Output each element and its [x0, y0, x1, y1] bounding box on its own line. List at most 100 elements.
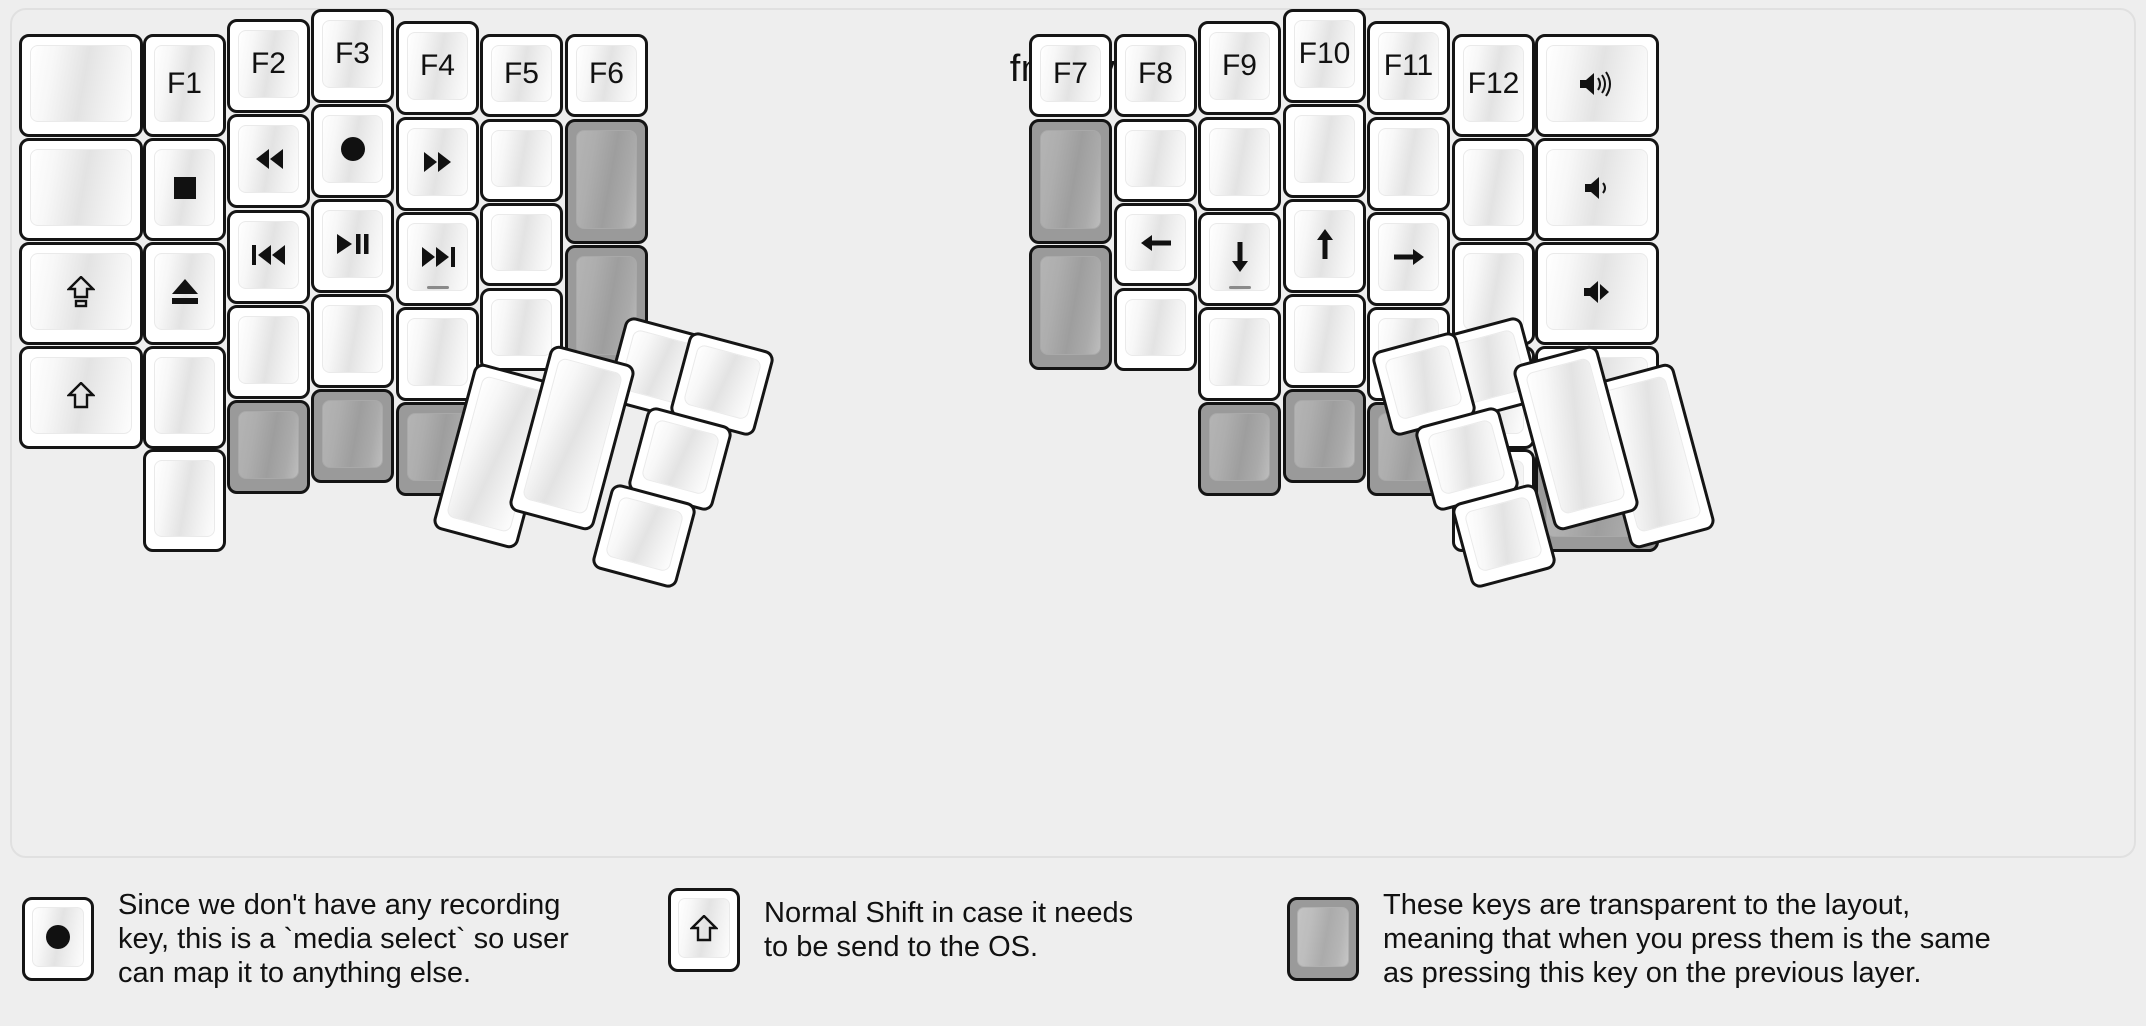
key-stop[interactable] [143, 138, 226, 241]
key-blank[interactable] [227, 305, 310, 399]
keycap-surface [322, 210, 383, 278]
key-volume-down[interactable] [1535, 138, 1659, 241]
key-transparent[interactable] [227, 400, 310, 494]
keycap-surface [407, 128, 468, 196]
key-blank[interactable] [143, 449, 226, 552]
eject-icon [170, 277, 200, 306]
key-f6[interactable]: F6 [565, 34, 648, 117]
key-transparent[interactable] [1198, 402, 1281, 496]
arrow-down-icon [1228, 240, 1252, 274]
key-f11[interactable]: F11 [1367, 21, 1450, 115]
key-volume-mute[interactable] [1535, 242, 1659, 345]
key-prev-track[interactable] [227, 210, 310, 304]
key-label: F6 [588, 56, 624, 90]
key-arrow-right[interactable] [1367, 212, 1450, 306]
key-label: F2 [250, 47, 286, 80]
keycap-surface: F3 [322, 20, 383, 88]
key-f7[interactable]: F7 [1029, 34, 1112, 117]
key-blank[interactable] [1198, 117, 1281, 211]
key-f9[interactable]: F9 [1198, 21, 1281, 115]
key-blank[interactable] [1198, 307, 1281, 401]
keycap-surface [322, 400, 383, 468]
key-transparent[interactable] [565, 119, 648, 244]
key-label: F12 [1467, 66, 1520, 100]
keycap-surface [1463, 149, 1524, 226]
key-fast-forward[interactable] [396, 117, 479, 211]
keycap-surface [238, 411, 299, 479]
key-transparent[interactable] [1029, 119, 1112, 244]
key-blank[interactable] [480, 203, 563, 286]
key-f1[interactable]: F1 [143, 34, 226, 137]
keycap-surface [576, 130, 637, 229]
key-blank[interactable] [1114, 119, 1197, 202]
key-arrow-left[interactable] [1114, 203, 1197, 286]
homing-bar [426, 286, 449, 289]
key-blank[interactable] [311, 294, 394, 388]
keycap-surface [1546, 253, 1648, 330]
keycap-surface [682, 343, 763, 421]
key-blank[interactable] [1283, 104, 1366, 198]
keycap-surface [154, 253, 215, 330]
key-f10[interactable]: F10 [1283, 9, 1366, 103]
keycap-surface: F10 [1294, 20, 1355, 88]
key-transparent[interactable] [1283, 389, 1366, 483]
prev-track-icon [251, 243, 287, 267]
fast-forward-icon [421, 150, 455, 174]
keycap-surface [154, 357, 215, 434]
key-f5[interactable]: F5 [480, 34, 563, 117]
key-play-pause[interactable] [311, 199, 394, 293]
keycap-surface [576, 256, 637, 355]
key-blank[interactable] [1367, 117, 1450, 211]
key-transparent[interactable] [311, 389, 394, 483]
key-next-track[interactable] [396, 212, 479, 306]
keycap-surface [1125, 214, 1186, 271]
keycap-surface [1378, 223, 1439, 291]
key-record[interactable] [311, 104, 394, 198]
key-transparent[interactable] [1029, 245, 1112, 370]
keycap-surface [1209, 223, 1270, 291]
key-blank[interactable] [480, 119, 563, 202]
legend-swatch-transparent [1287, 897, 1359, 982]
keycap-surface: F12 [1463, 45, 1524, 122]
record-icon [44, 923, 72, 951]
stop-icon [172, 175, 198, 201]
key-blank[interactable] [1283, 294, 1366, 388]
legend-item-transparent: These keys are transparent to the layout… [1287, 888, 1991, 991]
keycap-surface: F7 [1040, 45, 1101, 102]
keycap-surface: F5 [491, 45, 552, 102]
keycap-surface [1294, 305, 1355, 373]
key-eject[interactable] [143, 242, 226, 345]
key-arrow-down[interactable] [1198, 212, 1281, 306]
keycap-surface [1294, 210, 1355, 278]
key-blank[interactable] [19, 34, 143, 137]
key-label: F4 [419, 49, 455, 82]
key-f2[interactable]: F2 [227, 19, 310, 113]
key-volume-up[interactable] [1535, 34, 1659, 137]
key-f3[interactable]: F3 [311, 9, 394, 103]
key-rewind[interactable] [227, 114, 310, 208]
keycap-surface [154, 149, 215, 226]
key-f12[interactable]: F12 [1452, 34, 1535, 137]
key-f8[interactable]: F8 [1114, 34, 1197, 117]
legend-text-transparent: These keys are transparent to the layout… [1383, 889, 1991, 990]
key-arrow-up[interactable] [1283, 199, 1366, 293]
arrow-up-icon [1313, 227, 1337, 261]
key-blank[interactable] [396, 307, 479, 401]
key-blank[interactable] [143, 346, 226, 449]
key-caps-shift[interactable] [19, 242, 143, 345]
keycap-surface [238, 125, 299, 193]
key-shift[interactable] [19, 346, 143, 449]
keycap-surface: F4 [407, 32, 468, 100]
key-blank[interactable] [1114, 288, 1197, 371]
keycap-surface [1383, 343, 1464, 421]
keycap-surface [1209, 413, 1270, 481]
arrow-left-icon [1139, 231, 1173, 255]
keycap-surface [30, 149, 132, 226]
caps-shift-icon [67, 275, 95, 308]
key-blank[interactable] [1452, 138, 1535, 241]
keycap-surface [407, 223, 468, 291]
play-pause-icon [335, 232, 371, 256]
keycap-surface: F8 [1125, 45, 1186, 102]
key-blank[interactable] [19, 138, 143, 241]
key-f4[interactable]: F4 [396, 21, 479, 115]
